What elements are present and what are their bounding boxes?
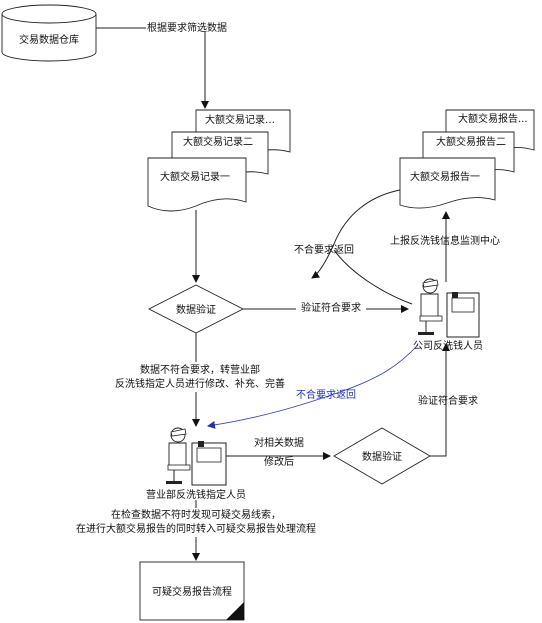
svg-text:在进行大额交易报告的同时转入可疑交易报告处理流程: 在进行大额交易报告的同时转入可疑交易报告处理流程 <box>76 522 316 535</box>
edge-reject-back-label: 不合要求返回 <box>296 388 356 401</box>
record-doc-3-label: 大额交易记录… <box>205 113 275 126</box>
company-staff-figure: 公司反洗钱人员 <box>413 278 483 352</box>
suspicious-process-label: 可疑交易报告流程 <box>152 585 232 598</box>
report-doc-1-label: 大额交易报告一 <box>410 170 480 183</box>
company-staff-label: 公司反洗钱人员 <box>413 339 483 352</box>
edge-suspicious-label: 在检查数据不符时发现可疑交易线索， 在进行大额交易报告的同时转入可疑交易报告处理… <box>76 508 316 535</box>
report-doc-2-label: 大额交易报告二 <box>436 135 506 148</box>
svg-text:在检查数据不符时发现可疑交易线索，: 在检查数据不符时发现可疑交易线索， <box>111 508 281 521</box>
edge-reject-report: 不合要求返回 <box>294 189 413 305</box>
report-doc-1 <box>399 157 496 209</box>
edge-filter-label: 根据要求筛选数据 <box>147 21 227 34</box>
database-label: 交易数据仓库 <box>19 33 79 46</box>
validate-decision-2: 数据验证 <box>333 427 431 485</box>
edge-fail-label: 数据不符合要求，转营业部 反洗钱指定人员进行修改、补充、完善 <box>115 363 285 390</box>
records-stack: 大额交易记录… 大额交易记录二 大额交易记录一 <box>147 109 291 212</box>
edge-upload: 上报反洗钱信息监测中心 <box>390 211 500 282</box>
suspicious-process-node: 可疑交易报告流程 <box>139 561 245 621</box>
svg-text:数据不符合要求，转营业部: 数据不符合要求，转营业部 <box>140 363 260 376</box>
edge-pass-to-company: 验证符合要求 <box>243 300 409 314</box>
edge-pass-2: 验证符合要求 <box>418 343 478 457</box>
branch-staff-figure: 营业部反洗钱指定人员 <box>146 427 246 501</box>
record-doc-1 <box>147 157 247 212</box>
edge-upload-label: 上报反洗钱信息监测中心 <box>390 234 500 247</box>
edge-reject-report-label: 不合要求返回 <box>294 243 354 256</box>
edge-reject-back: 不合要求返回 <box>207 344 419 429</box>
report-doc-3-label: 大额交易报告... <box>458 112 528 125</box>
edge-pass-2-label: 验证符合要求 <box>418 394 478 407</box>
validate-1-label: 数据验证 <box>176 303 216 316</box>
validate-2-label: 数据验证 <box>362 450 402 463</box>
edge-modified: 对相关数据 修改后 <box>226 436 331 468</box>
edge-pass-label: 验证符合要求 <box>301 301 361 314</box>
edge-filter: 根据要求筛选数据 <box>96 21 227 109</box>
svg-text:修改后: 修改后 <box>264 455 294 468</box>
svg-text:反洗钱指定人员进行修改、补充、完善: 反洗钱指定人员进行修改、补充、完善 <box>115 377 285 390</box>
reports-stack: 大额交易报告... 大额交易报告二 大额交易报告一 <box>399 109 535 209</box>
record-doc-2-label: 大额交易记录二 <box>183 135 253 148</box>
svg-text:对相关数据: 对相关数据 <box>254 436 304 449</box>
validate-decision-1: 数据验证 <box>148 284 244 334</box>
branch-staff-label: 营业部反洗钱指定人员 <box>146 488 246 501</box>
database-node: 交易数据仓库 <box>1 4 97 62</box>
record-doc-1-label: 大额交易记录一 <box>160 170 230 183</box>
